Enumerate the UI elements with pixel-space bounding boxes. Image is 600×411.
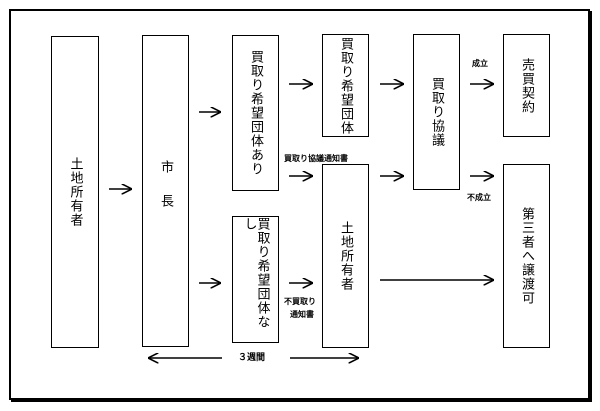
box-mayor: 市 長 [142,35,189,347]
label-purchase-notice: 買取り協議通知書 [284,154,348,163]
box-landowner-label: 土地所有者 [67,157,83,227]
box-mayor-label-bottom: 長 [158,194,173,208]
box-buyer-yes-label: 買取り希望団体あり [248,50,263,176]
label-success: 成立 [472,59,488,68]
diagram-frame [9,9,590,400]
box-transfer-label: 第三者へ譲渡可 [519,207,534,305]
box-landowner-2-label: 土地所有者 [338,221,353,291]
box-mayor-label-top: 市 [158,160,173,174]
label-failure: 不成立 [467,193,491,202]
box-landowner: 土地所有者 [51,36,99,348]
box-buyer-yes: 買取り希望団体あり [232,35,279,191]
box-buyer-group-label: 買取り希望団体 [338,36,353,135]
box-buyer-none-label: 買取り希望団体なし [241,217,270,329]
label-no-purchase-line1: 不買取り [284,297,316,306]
box-buyer-group: 買取り希望団体 [322,34,369,137]
box-sale-contract: 売買契約 [503,34,550,137]
box-transfer: 第三者へ譲渡可 [503,164,550,348]
box-negotiation: 買取り協議 [413,34,460,190]
label-no-purchase-line2: 通知書 [290,310,314,319]
box-buyer-none: 買取り希望団体なし [232,216,279,343]
box-landowner-2: 土地所有者 [322,164,369,348]
box-negotiation-label: 買取り協議 [429,77,444,147]
label-three-weeks: ３週間 [238,353,266,363]
box-sale-contract-label: 売買契約 [519,57,534,114]
